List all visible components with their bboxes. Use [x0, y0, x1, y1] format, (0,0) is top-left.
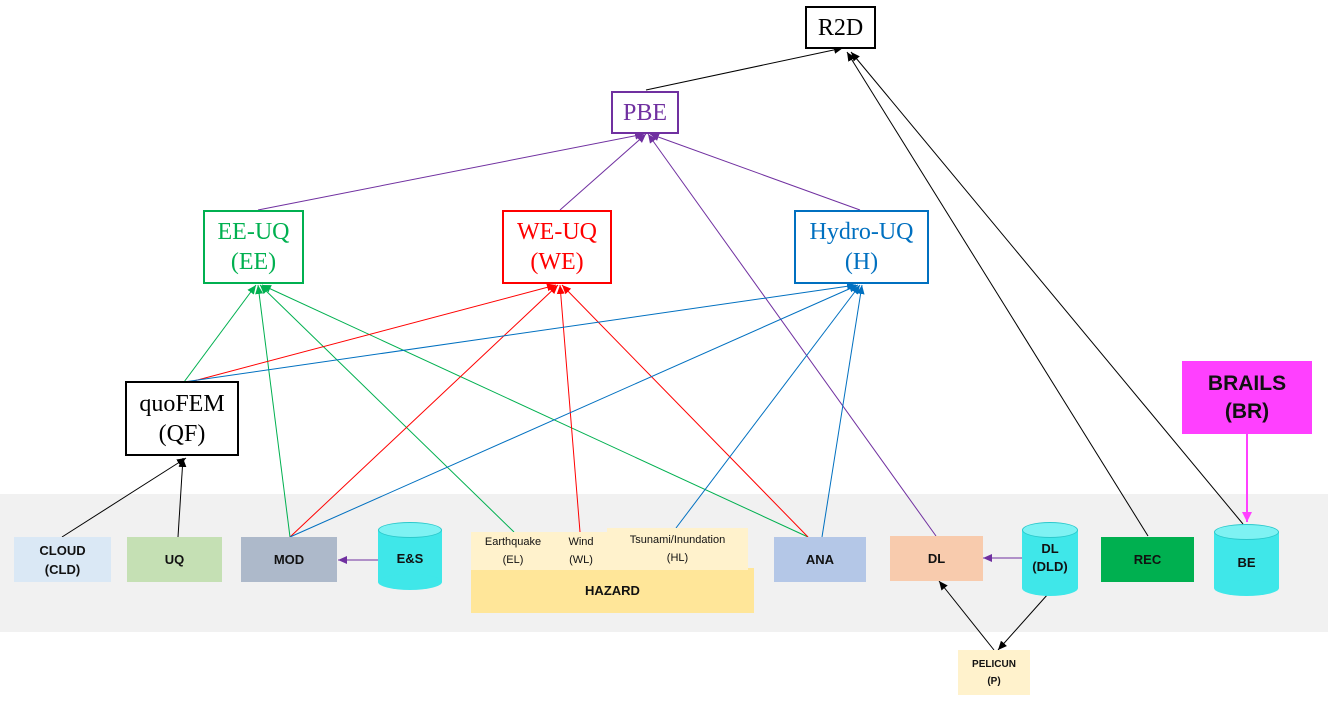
quofem-name: quoFEM	[139, 390, 225, 417]
edge-quofem-weuq	[189, 283, 557, 383]
edge-pbe-r2d	[645, 45, 844, 91]
edge-cloud-quofem	[61, 457, 187, 538]
pelicun-node[interactable]: PELICUN (P)	[958, 650, 1030, 695]
earthquake-node[interactable]: Earthquake (EL)	[471, 532, 555, 570]
hydrouq-node[interactable]: Hydro-UQ (H)	[794, 210, 929, 284]
uq-node[interactable]: UQ	[127, 537, 222, 582]
r2d-node[interactable]: R2D	[805, 6, 876, 49]
edge-pelicun-dl	[938, 580, 995, 651]
edge-wind-weuq	[556, 284, 581, 533]
earthquake-name: Earthquake	[484, 536, 542, 548]
cloud-node[interactable]: CLOUD (CLD)	[14, 537, 111, 582]
cloud-name: CLOUD	[39, 542, 86, 558]
edge-quofem-hydrouq	[183, 282, 857, 383]
edge-rec-r2d	[846, 51, 1149, 537]
edge-be-r2d	[850, 51, 1244, 525]
earthquake-abbrev: (EL)	[502, 554, 524, 566]
brails-abbrev: (BR)	[1224, 399, 1270, 423]
quofem-abbrev: (QF)	[158, 420, 206, 447]
weuq-node[interactable]: WE-UQ (WE)	[502, 210, 612, 284]
edge-earthquake-eeuq	[259, 284, 515, 533]
dld-cylinder[interactable]: DL (DLD)	[1022, 522, 1078, 596]
edge-ana-hydrouq	[821, 284, 865, 538]
edge-eeuq-pbe	[257, 131, 645, 211]
es-cylinder[interactable]: E&S	[378, 522, 442, 590]
eeuq-name: EE-UQ	[217, 219, 290, 245]
edge-quofem-eeuq	[183, 284, 257, 383]
eeuq-node[interactable]: EE-UQ (EE)	[203, 210, 304, 284]
edge-ana-weuq	[561, 284, 809, 538]
be-label: BE	[1237, 555, 1256, 570]
wind-name: Wind	[568, 536, 594, 548]
ana-node[interactable]: ANA	[774, 537, 866, 582]
weuq-abbrev: (WE)	[530, 249, 584, 275]
edge-hydrouq-pbe	[649, 133, 861, 211]
hydrouq-abbrev: (H)	[844, 249, 879, 275]
edge-ana-eeuq	[261, 284, 809, 538]
hazard-node[interactable]: HAZARD	[471, 568, 754, 613]
edge-weuq-pbe	[559, 133, 647, 211]
mod-node[interactable]: MOD	[241, 537, 337, 582]
pelicun-name: PELICUN	[972, 658, 1016, 670]
wind-node[interactable]: Wind (WL)	[555, 532, 607, 570]
edge-dl-pbe	[647, 133, 937, 537]
edge-dld-pelicun	[997, 593, 1049, 651]
tsunami-node[interactable]: Tsunami/Inundation (HL)	[607, 528, 748, 570]
tsunami-name: Tsunami/Inundation	[629, 534, 726, 546]
wind-abbrev: (WL)	[569, 554, 593, 566]
be-cylinder[interactable]: BE	[1214, 524, 1279, 596]
dld-abbrev: (DLD)	[1032, 559, 1068, 574]
dld-name: DL	[1041, 541, 1059, 556]
tsunami-abbrev: (HL)	[666, 552, 689, 564]
cloud-abbrev: (CLD)	[44, 561, 81, 577]
pelicun-abbrev: (P)	[987, 675, 1001, 687]
edge-tsunami-hydrouq	[675, 284, 861, 529]
edge-uq-quofem	[177, 457, 187, 538]
dl-node[interactable]: DL	[890, 536, 983, 581]
brails-node[interactable]: BRAILS (BR)	[1182, 361, 1312, 434]
pbe-node[interactable]: PBE	[611, 91, 679, 134]
weuq-name: WE-UQ	[517, 219, 597, 245]
edge-mod-eeuq	[255, 284, 291, 538]
edge-mod-hydrouq	[289, 284, 859, 538]
es-label: E&S	[396, 551, 424, 566]
hydrouq-name: Hydro-UQ	[809, 219, 914, 245]
rec-node[interactable]: REC	[1101, 537, 1194, 582]
edge-mod-weuq	[289, 284, 559, 538]
eeuq-abbrev: (EE)	[230, 249, 277, 275]
brails-name: BRAILS	[1207, 372, 1287, 396]
quofem-node[interactable]: quoFEM (QF)	[125, 381, 239, 456]
